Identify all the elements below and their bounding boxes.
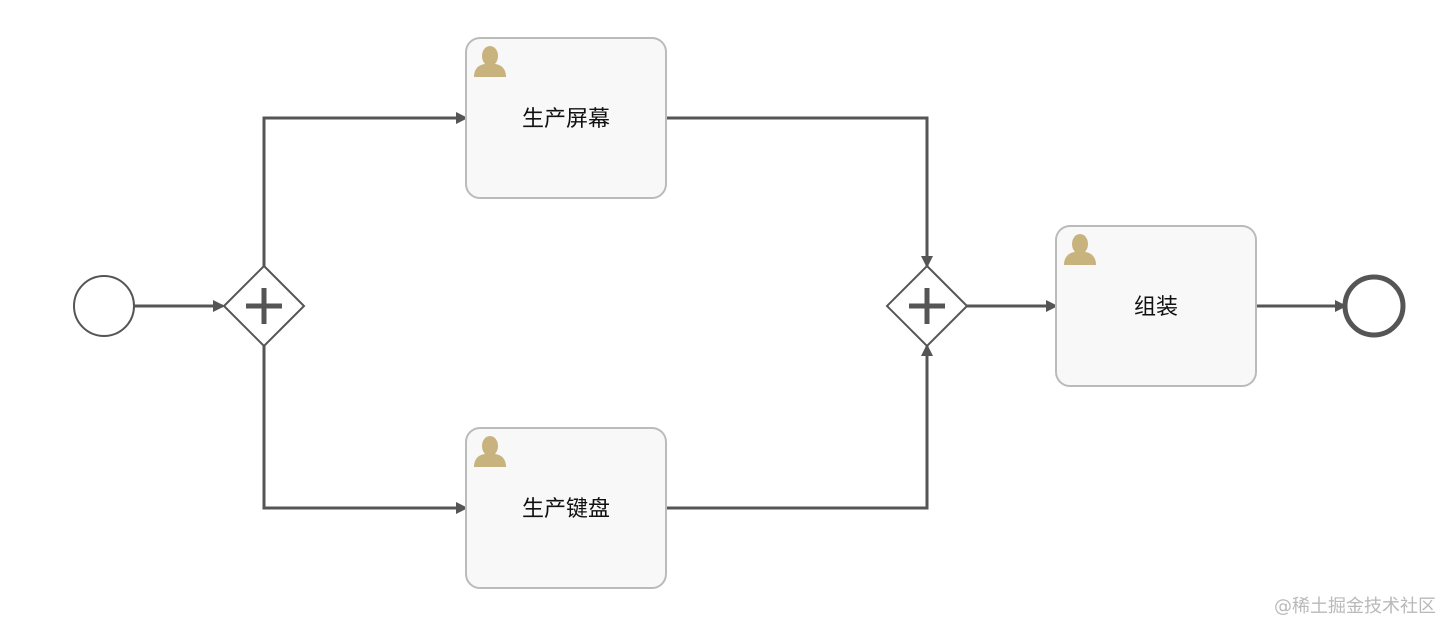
- flow-keyboard-to-join[interactable]: [666, 344, 933, 510]
- user-icon: [1064, 234, 1096, 265]
- task-produce-screen[interactable]: 生产屏幕: [465, 37, 667, 199]
- user-icon: [474, 46, 506, 77]
- task-assemble[interactable]: 组装: [1055, 225, 1257, 387]
- start-event[interactable]: [73, 275, 135, 337]
- watermark: @稀土掘金技术社区: [1274, 596, 1436, 617]
- task-produce-keyboard[interactable]: 生产键盘: [465, 427, 667, 589]
- sequence-flows: [134, 112, 1347, 514]
- flow-split-to-screen[interactable]: [262, 112, 468, 267]
- task-label: 生产键盘: [522, 497, 610, 522]
- parallel-gateway-split[interactable]: [222, 264, 306, 348]
- plus-icon: [909, 288, 945, 324]
- flow-screen-to-join[interactable]: [666, 116, 933, 268]
- user-icon: [474, 436, 506, 467]
- plus-icon: [246, 288, 282, 324]
- parallel-gateway-join[interactable]: [885, 264, 969, 348]
- task-label: 组装: [1134, 295, 1178, 320]
- flow-split-to-keyboard[interactable]: [262, 346, 468, 514]
- end-event[interactable]: [1342, 274, 1406, 338]
- task-label: 生产屏幕: [522, 107, 610, 132]
